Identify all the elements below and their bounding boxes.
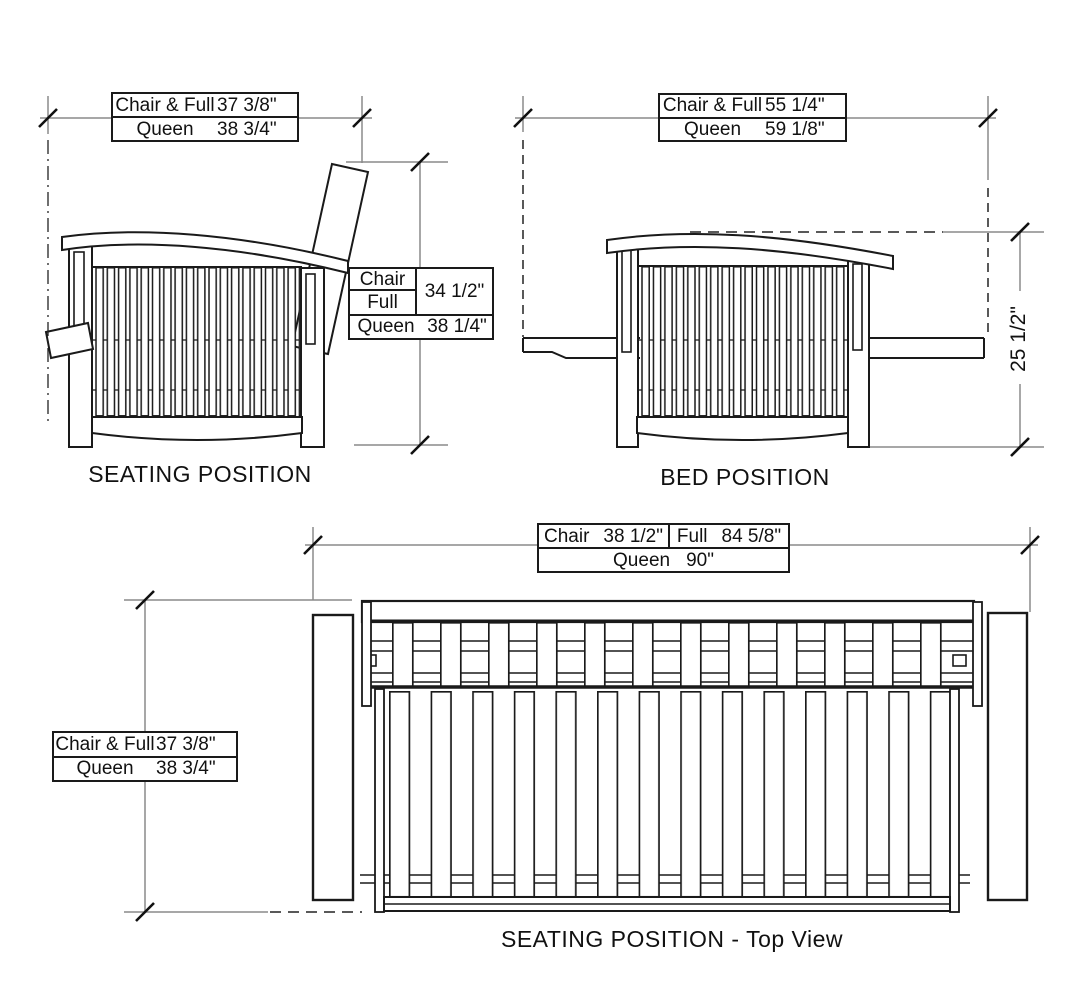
table-row: Queen 38 3/4"	[54, 755, 236, 781]
dim-value: 90"	[686, 549, 714, 571]
dimension-ticks	[38, 108, 1040, 922]
dim-label: Chair & Full	[662, 95, 763, 117]
dim-label: Chair & Full	[55, 733, 155, 755]
table-cell: Chair 38 1/2"	[539, 525, 670, 547]
dim-label: Queen	[136, 118, 194, 140]
table-row: Chair 38 1/2" Full 84 5/8"	[539, 525, 788, 547]
dim-value: 38 1/2"	[603, 525, 663, 547]
dim-value: 84 5/8"	[721, 525, 782, 547]
table-row: Chair & Full 55 1/4"	[660, 95, 845, 117]
top-view-title: SEATING POSITION - Top View	[501, 926, 843, 952]
table-row: Queen 38 3/4"	[113, 116, 297, 140]
dim-label: Queen	[76, 758, 134, 780]
table-row: Chair & Full 37 3/8"	[54, 733, 236, 756]
topview-depth-table: Chair & Full 37 3/8" Queen 38 3/4"	[52, 731, 238, 782]
seating-width-table: Chair & Full 37 3/8" Queen 38 3/4"	[111, 92, 299, 142]
dim-label: Queen	[683, 118, 742, 140]
topview-width-table: Chair 38 1/2" Full 84 5/8" Queen 90"	[537, 523, 790, 573]
bed-height-dimension: 25 1/2"	[1007, 306, 1030, 372]
dim-label: Queen	[357, 316, 415, 338]
bed-width-table: Chair & Full 55 1/4" Queen 59 1/8"	[658, 93, 847, 142]
table-row: Queen 38 1/4"	[350, 313, 492, 338]
dim-value: 59 1/8"	[765, 118, 825, 140]
top-view-drawing	[311, 599, 1029, 913]
dim-label: Chair & Full	[115, 94, 215, 116]
dim-label: Queen	[613, 549, 671, 571]
table-cell: Queen 90"	[539, 551, 788, 570]
seat-height-table: Chair Full 34 1/2" Queen 38 1/4"	[348, 267, 494, 340]
dim-label: Full	[350, 291, 417, 314]
dim-value: 38 3/4"	[156, 758, 216, 780]
table-row: Chair & Full 37 3/8"	[113, 94, 297, 116]
dim-value: 55 1/4"	[765, 95, 825, 117]
dim-value: 37 3/8"	[217, 94, 277, 116]
table-row: Queen 90"	[539, 547, 788, 571]
seating-view-title: SEATING POSITION	[88, 461, 312, 487]
table-cell: Full 84 5/8"	[670, 525, 788, 547]
dim-value: 38 3/4"	[217, 118, 277, 140]
bed-view-title: BED POSITION	[660, 464, 830, 490]
dim-value: 38 1/4"	[427, 316, 487, 338]
seating-view-drawing	[44, 162, 370, 448]
bed-view-drawing	[522, 232, 985, 448]
dim-label: Full	[676, 525, 708, 547]
dim-label: Chair	[350, 269, 417, 292]
dim-label: Chair	[544, 525, 590, 547]
dim-value: 37 3/8"	[156, 733, 216, 755]
table-row: Queen 59 1/8"	[660, 116, 845, 141]
dim-value: 34 1/2"	[424, 280, 485, 302]
hidden-lines	[47, 140, 989, 913]
